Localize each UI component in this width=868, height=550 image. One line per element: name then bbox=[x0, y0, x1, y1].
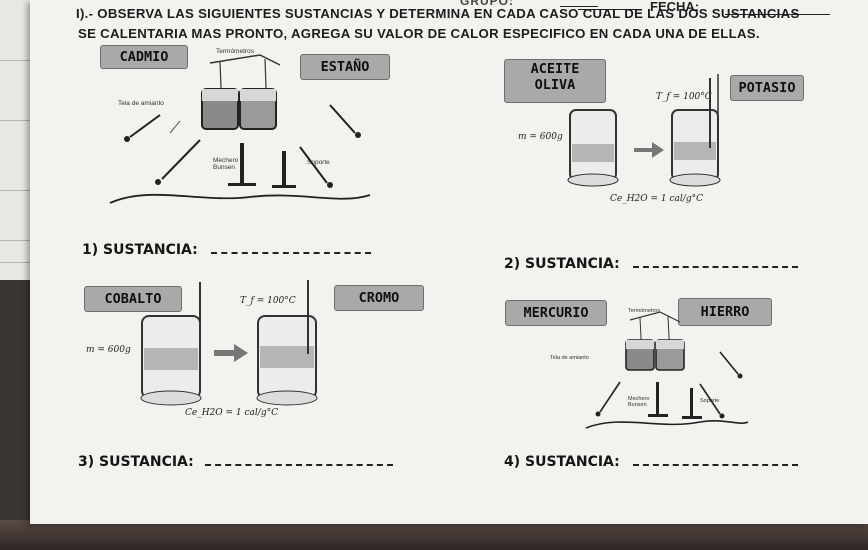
grupo-blank-2 bbox=[578, 9, 638, 10]
label-ce-3: Ce_H2O = 1 cal/g°C bbox=[185, 408, 278, 418]
question-4-label: 4) SUSTANCIA: bbox=[504, 454, 620, 470]
question-3-label: 3) SUSTANCIA: bbox=[78, 454, 194, 470]
question-2-label: 2) SUSTANCIA: bbox=[504, 256, 620, 272]
beaker-diagram-3 bbox=[140, 280, 318, 406]
label-mechero-1: Mechero Bunsen bbox=[213, 157, 239, 171]
worksheet-page: GRUPO: FECHA: I).- OBSERVA LAS SIGUIENTE… bbox=[30, 0, 868, 524]
label-mass-2: m = 600g bbox=[518, 132, 563, 142]
question-1: 1) SUSTANCIA: bbox=[82, 240, 371, 258]
answer-blank-2[interactable] bbox=[632, 254, 798, 268]
question-3: 3) SUSTANCIA: bbox=[78, 452, 393, 470]
substance-potasio: POTASIO bbox=[730, 75, 804, 101]
label-termometros-1: Termómetros bbox=[216, 48, 254, 55]
instruction-line-2: SE CALENTARIA MAS PRONTO, AGREGA SU VALO… bbox=[78, 26, 760, 41]
fecha-label: FECHA: bbox=[650, 0, 700, 14]
answer-blank-4[interactable] bbox=[632, 452, 798, 466]
question-1-label: 1) SUSTANCIA: bbox=[82, 242, 198, 258]
substance-cobalto: COBALTO bbox=[84, 286, 182, 312]
label-tela-amianto-4: Tela de amianto bbox=[550, 355, 589, 361]
label-mass-3: m = 600g bbox=[86, 345, 131, 355]
substance-cadmio: CADMIO bbox=[100, 45, 188, 69]
answer-blank-3[interactable] bbox=[204, 452, 393, 466]
apparatus-diagram-4 bbox=[585, 311, 749, 429]
label-soporte-4: Soporte bbox=[700, 398, 720, 404]
answer-blank-1[interactable] bbox=[210, 240, 371, 254]
grupo-label: GRUPO: bbox=[460, 0, 514, 8]
substance-aceite-oliva: ACEITE OLIVA bbox=[504, 59, 606, 103]
question-4: 4) SUSTANCIA: bbox=[504, 452, 798, 470]
substance-mercurio: MERCURIO bbox=[505, 300, 607, 326]
label-tf-2: T_f = 100°C bbox=[656, 92, 712, 102]
question-2: 2) SUSTANCIA: bbox=[504, 254, 798, 272]
apparatus-diagram-1 bbox=[109, 54, 371, 204]
desk bbox=[0, 520, 868, 550]
grupo-blank bbox=[560, 6, 598, 7]
label-soporte-1: Soporte bbox=[307, 159, 330, 166]
label-ce-2: Ce_H2O = 1 cal/g°C bbox=[610, 194, 703, 204]
substance-hierro: HIERRO bbox=[678, 298, 772, 326]
substance-cromo: CROMO bbox=[334, 285, 424, 311]
label-termometros-4: Termómetros bbox=[628, 308, 661, 314]
instruction-line-1: I).- OBSERVA LAS SIGUIENTES SUSTANCIAS Y… bbox=[76, 6, 800, 21]
label-mechero-4: Mechero Bunsen bbox=[628, 396, 650, 408]
beaker-diagram-2 bbox=[567, 74, 721, 187]
label-tela-amianto-1: Tela de amianto bbox=[118, 100, 164, 107]
substance-estano: ESTAÑO bbox=[300, 54, 390, 80]
label-tf-3: T_f = 100°C bbox=[240, 296, 296, 306]
fecha-blank bbox=[725, 14, 830, 15]
